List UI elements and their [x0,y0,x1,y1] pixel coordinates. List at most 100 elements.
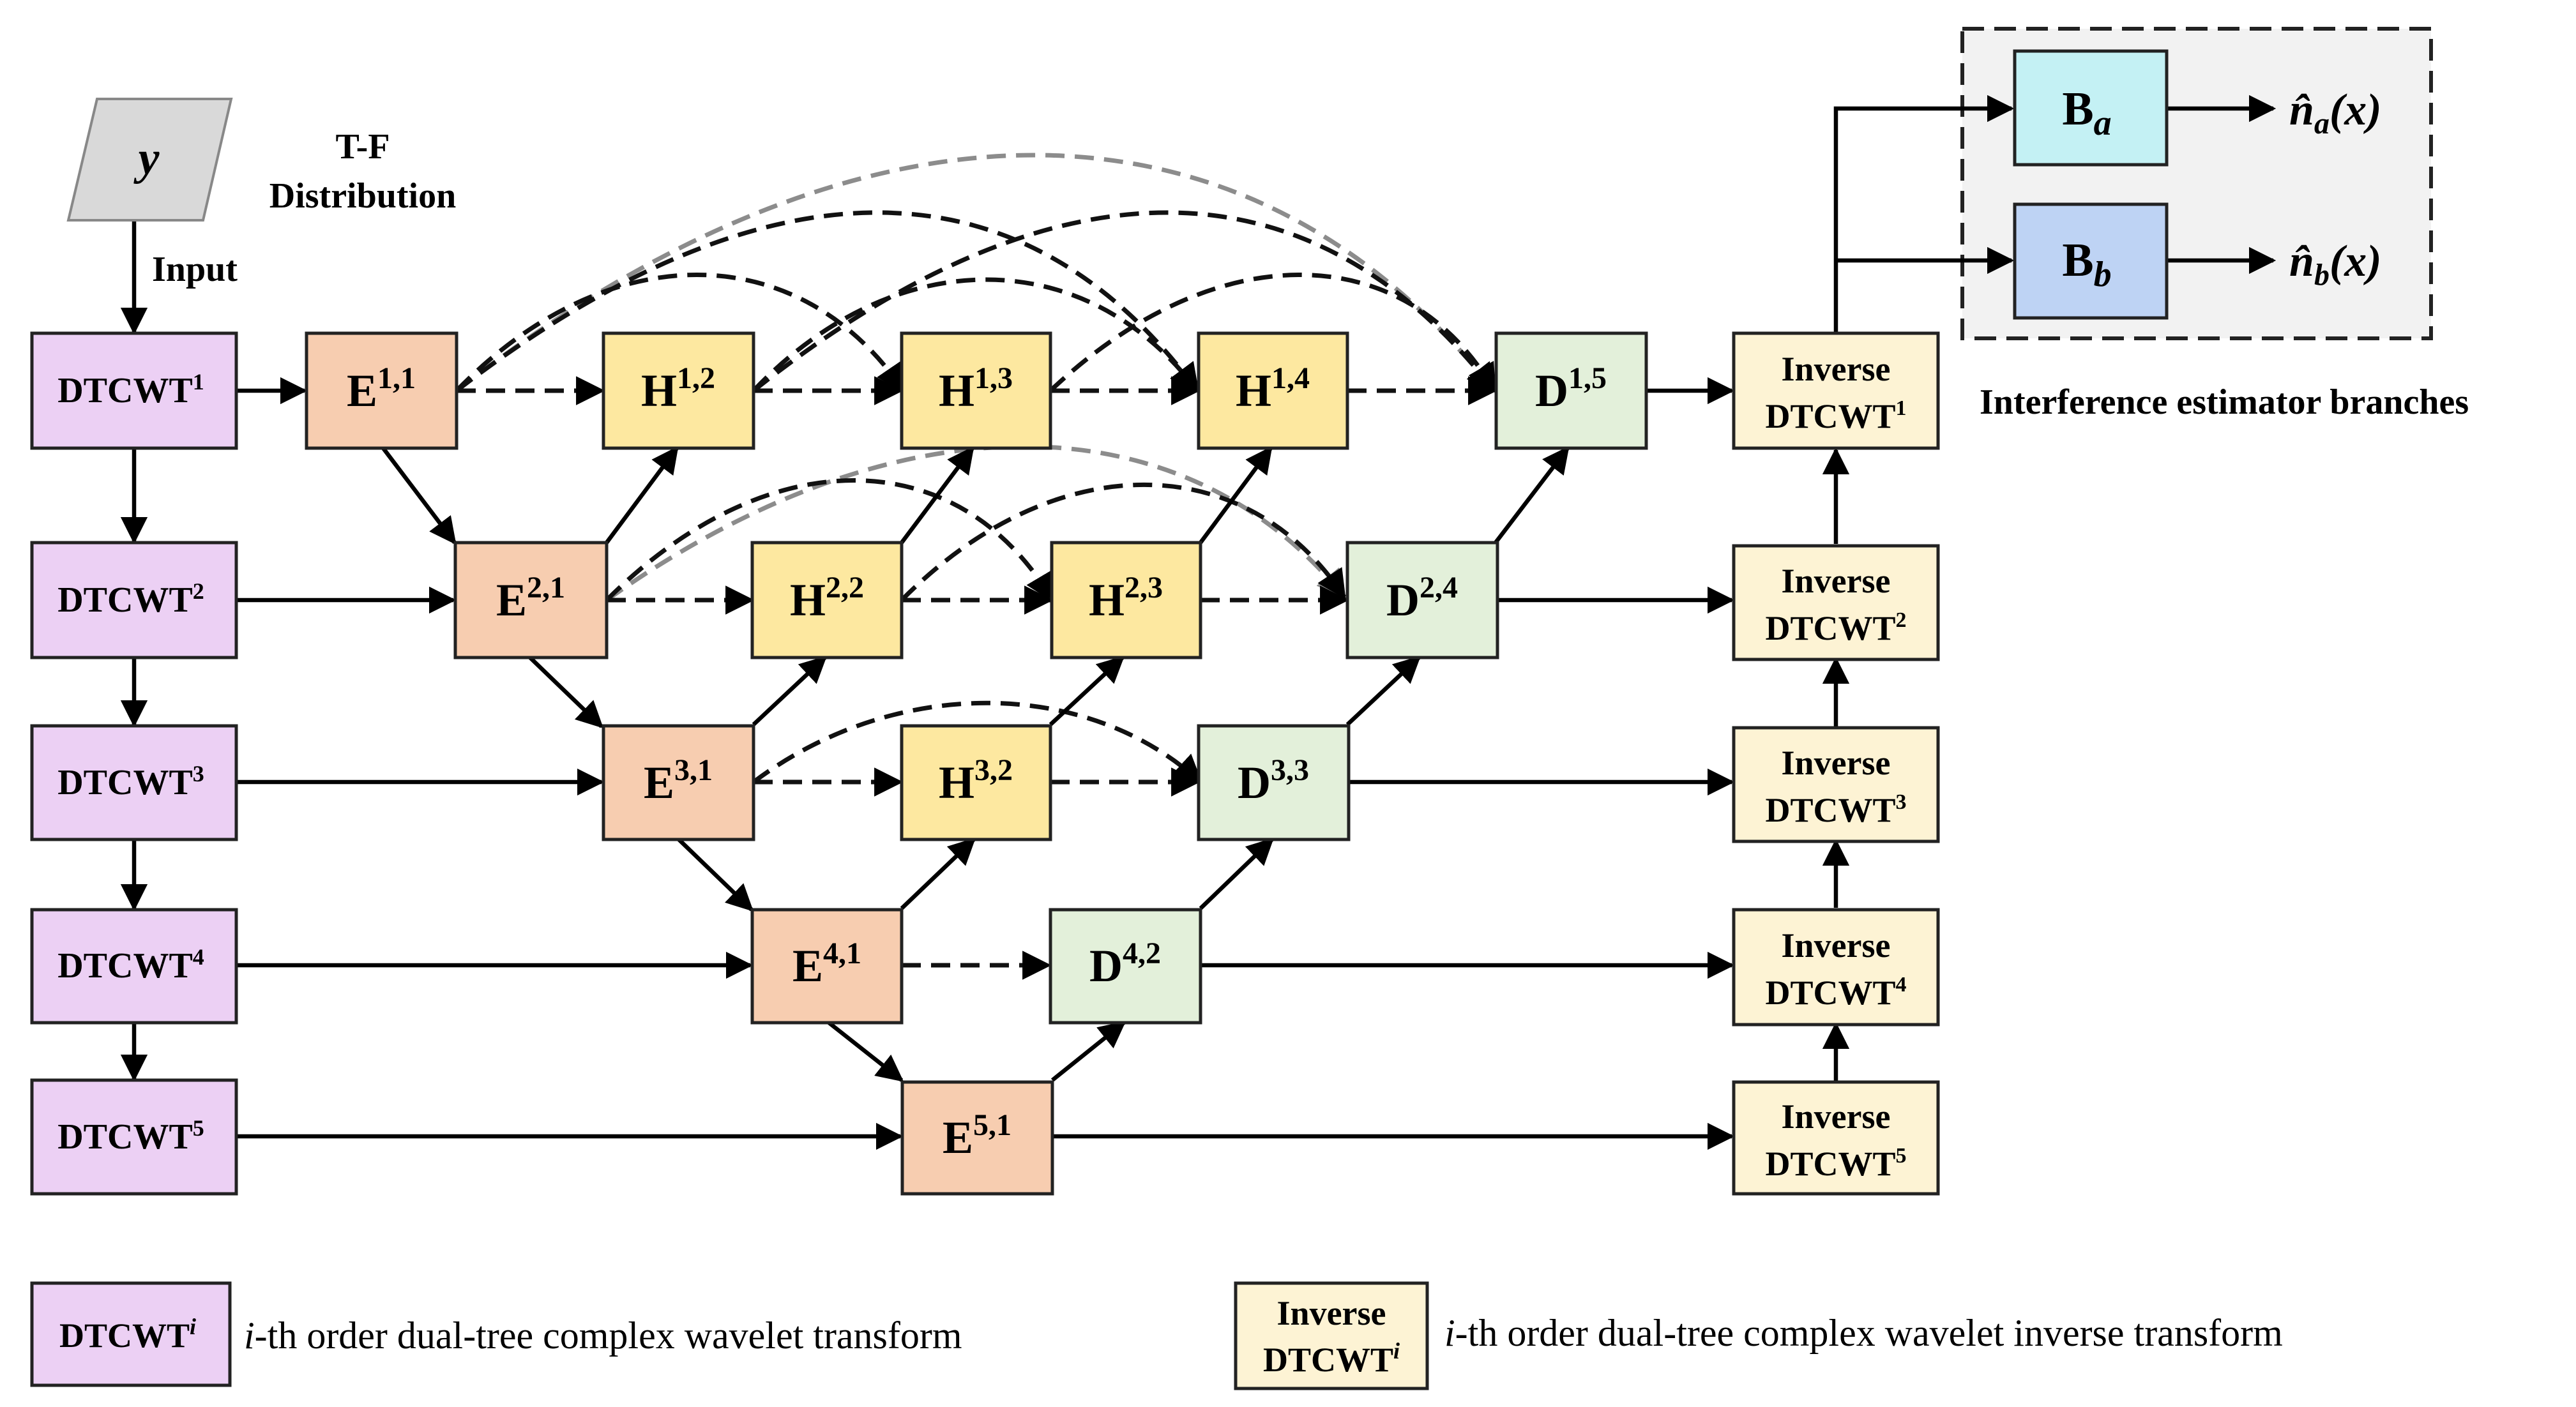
label-text: (x) [2330,237,2382,286]
label-text: Inverse [1782,562,1891,600]
svg-text:DTCWT2: DTCWT2 [57,578,204,620]
input-label: Input [152,250,238,289]
label-text: (x) [2330,86,2382,135]
label-text: 3,2 [974,753,1013,787]
label-text: DTCWT [1765,397,1895,435]
dashed-skip-connections [455,210,1497,785]
arrow-d42-d33 [1199,838,1275,910]
label-text: H [1089,575,1125,626]
label-text: 4,1 [823,937,861,970]
arrow-h22-h13 [900,446,974,544]
skip-e21-d24-outer [605,444,1346,602]
svg-text:DTCWTi: DTCWTi [1263,1338,1400,1379]
skip-h22-d24 [900,482,1346,602]
inverse-block-5: Inverse DTCWT5 [1732,1080,1940,1196]
dtcwt-block-5: DTCWT5 [30,1078,238,1196]
hidden-block-h13: H1,3 [900,331,1052,450]
label-text: a [2094,103,2112,143]
label-text: B [2062,234,2093,287]
label-text: E [347,365,377,416]
hidden-block-h14: H1,4 [1197,331,1349,450]
arrow-d24-d15 [1494,446,1570,544]
skip-h13-d15 [1049,273,1497,393]
label-text: 2 [1896,608,1907,632]
label-text: Inverse [1277,1294,1386,1332]
label-text: 5 [1896,1144,1907,1168]
encoder-block-e21: E2,1 [453,541,609,659]
arrow-e21-h12 [605,446,679,544]
svg-text:E2,1: E2,1 [496,571,565,626]
branch-caption: Interference estimator branches [1980,382,2469,422]
label-text: 2,2 [826,571,864,605]
decoder-block-d15: D1,5 [1494,331,1648,450]
label-text: 1,3 [974,361,1013,395]
arrow-h23-h14 [1199,446,1273,544]
svg-text:DTCWT4: DTCWT4 [57,944,204,986]
label-text: H [939,757,974,808]
svg-text:DTCWT1: DTCWT1 [57,369,204,410]
label-text: 1,1 [377,361,416,395]
label-text: H [641,365,677,416]
svg-text:H3,2: H3,2 [939,753,1013,808]
dtcwt-block-4: DTCWT4 [30,908,238,1025]
dtcwt-order: 1 [193,369,204,395]
arrow-e11-e21 [381,447,457,545]
svg-text:D1,5: D1,5 [1535,361,1607,416]
dtcwt-label: DTCWT [57,1117,193,1157]
encoder-block-e51: E5,1 [900,1080,1054,1196]
label-text: DTCWT [1765,609,1895,647]
label-text: DTCWT [1263,1341,1393,1379]
tf-label-line2: Distribution [269,176,457,216]
arrow-e31-h22 [752,656,828,726]
label-text: 1 [1896,396,1907,420]
svg-text:DTCWT4: DTCWT4 [1765,973,1906,1012]
svg-text:D3,3: D3,3 [1238,753,1309,808]
dashed-horizontal-connections [457,376,1497,980]
svg-text:i-th order dual-tree complex w: i-th order dual-tree complex wavelet tra… [244,1314,962,1357]
arrow-e31-e41 [677,838,754,912]
skip-e21-h23 [605,478,1055,603]
branch-b-output: n̂b(x) [2289,237,2382,292]
svg-text:DTCWT5: DTCWT5 [57,1115,204,1157]
dtcwt-block-2: DTCWT2 [30,541,238,659]
label-text: D [1089,940,1123,991]
svg-text:E1,1: E1,1 [347,361,416,416]
svg-text:E4,1: E4,1 [792,937,861,991]
svg-text:D4,2: D4,2 [1089,937,1161,991]
decoder-block-d33: D3,3 [1197,724,1351,841]
svg-text:DTCWT3: DTCWT3 [1765,790,1906,829]
tf-label-line1: T-F [335,127,390,167]
hidden-block-h22: H2,2 [750,541,904,659]
label-text: E [943,1112,973,1163]
label-text: DTCWT [1765,974,1895,1012]
label-text: 1,5 [1568,361,1607,395]
inverse-block-3: Inverse DTCWT3 [1732,726,1940,843]
branch-block-a: Ba [2013,49,2169,167]
label-text: i [1393,1338,1400,1364]
label-text: D [1535,365,1568,416]
svg-text:DTCWTi: DTCWTi [59,1314,196,1355]
svg-text:H1,4: H1,4 [1236,361,1310,416]
label-text: E [496,575,527,626]
label-text: DTCWT [1765,791,1895,829]
label-text: B [2062,83,2093,135]
label-text: i [1444,1312,1455,1354]
svg-text:H2,3: H2,3 [1089,571,1163,626]
arrow-e21-e31 [528,656,604,728]
label-text: 5,1 [973,1108,1011,1142]
dtcwt-label: DTCWT [57,763,193,802]
label-text: n̂ [2289,86,2314,135]
dtcwt-label: DTCWT [57,946,193,986]
label-text: b [2314,258,2330,292]
encoder-block-e41: E4,1 [750,908,904,1025]
decoder-block-d24: D2,4 [1345,541,1499,659]
svg-text:i-th order dual-tree complex w: i-th order dual-tree complex wavelet inv… [1444,1312,2283,1354]
skip-e11-d15-outer [455,153,1496,393]
skip-h12-h14 [752,277,1199,393]
encoder-block-e31: E3,1 [602,724,755,841]
skip-h12-d15 [752,210,1496,393]
label-text: D [1386,575,1420,626]
legend-inverse: Inverse DTCWTi i-th order dual-tree comp… [1234,1281,2283,1390]
input-node: y T-F Distribution Input [66,98,457,289]
skip-e11-h14 [455,210,1199,393]
